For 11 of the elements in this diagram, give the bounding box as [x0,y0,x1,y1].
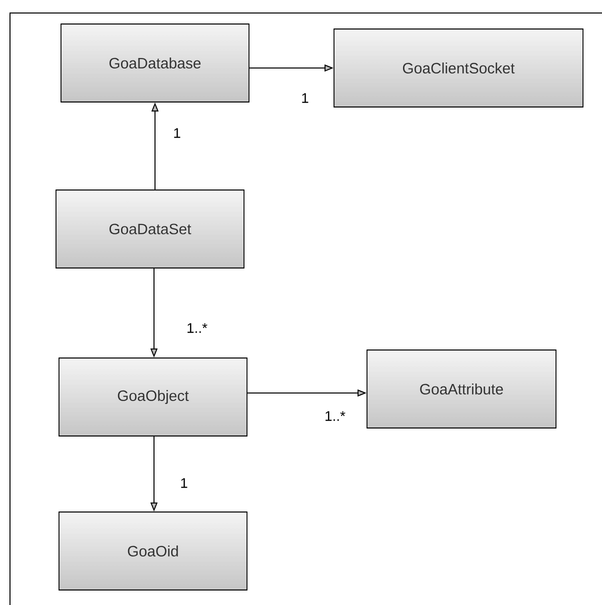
class-box: GoaOid [58,512,248,590]
class-box: GoaDataSet [56,190,244,268]
class-box: GoaAttribute [366,350,556,428]
multiplicity-label: 1 [302,93,308,103]
class-box: GoaClientSocket [334,28,584,108]
multiplicity-label: 1..* [188,323,208,333]
multiplicity-label: 1 [174,128,180,138]
class-box: GoaObject [58,358,248,436]
multiplicity-label: 1 [181,478,188,488]
class-box: GoaDatabase [60,24,250,102]
multiplicity-label: 1..* [326,411,346,421]
